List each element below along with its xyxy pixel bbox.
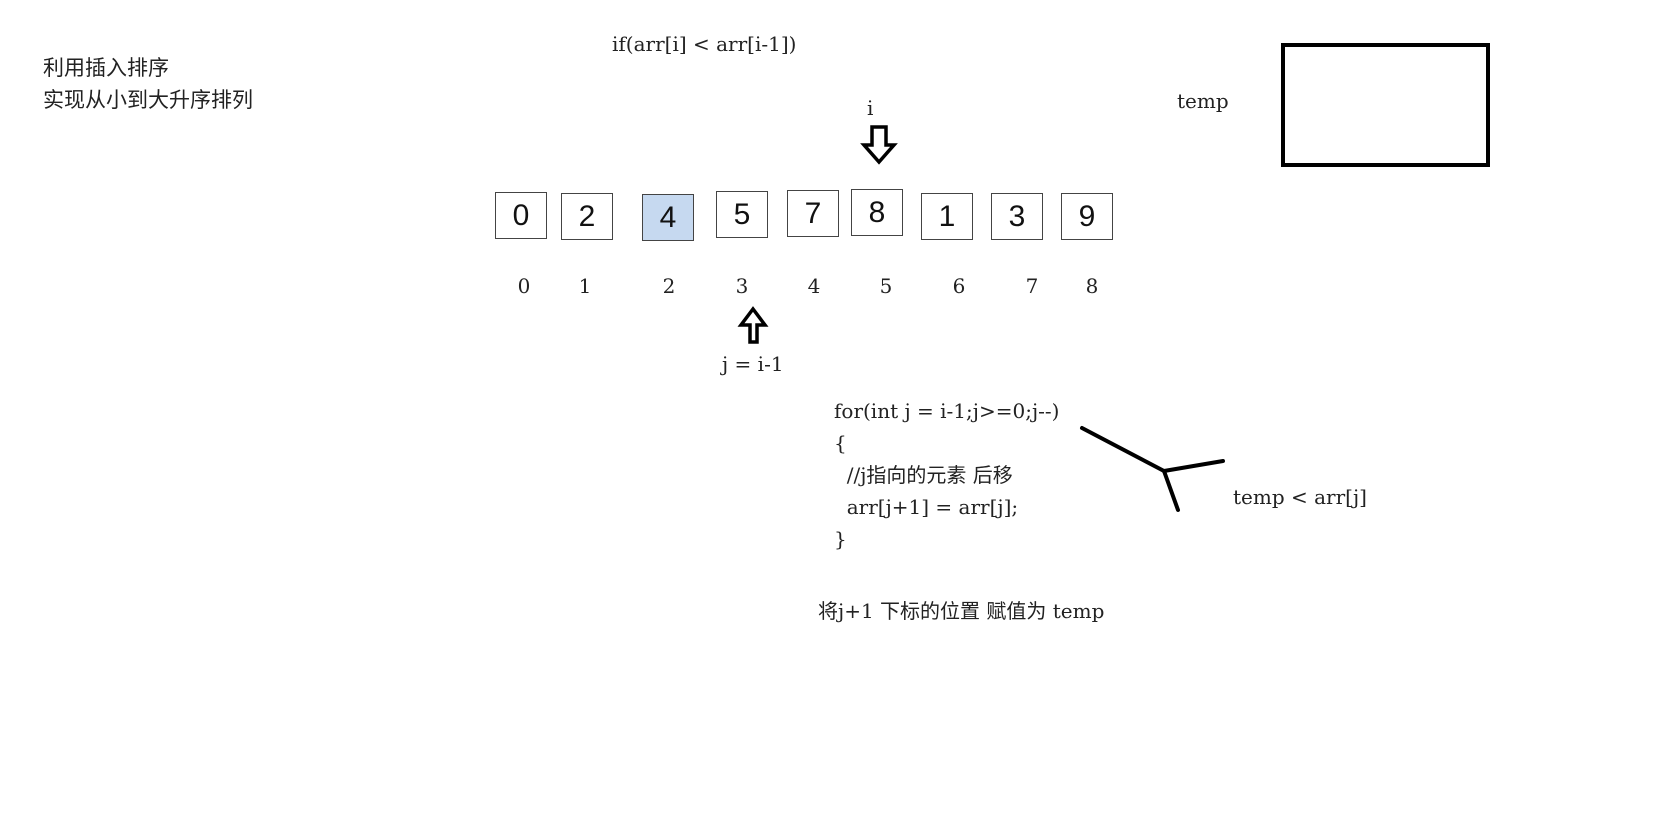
index-label-2: 2 xyxy=(662,274,676,298)
loop-code-line-3: //j指向的元素 后移 xyxy=(834,463,1013,487)
i-pointer-label: i xyxy=(867,96,874,120)
temp-box xyxy=(1281,43,1490,167)
j-pointer-label: j = i-1 xyxy=(722,352,784,376)
index-label-1: 1 xyxy=(578,274,592,298)
index-label-8: 8 xyxy=(1085,274,1099,298)
array-cell-0: 0 xyxy=(495,192,547,239)
compare-label: temp < arr[j] xyxy=(1233,485,1367,509)
array-cell-8: 9 xyxy=(1061,193,1113,240)
array-cell-7: 3 xyxy=(991,193,1043,240)
index-label-7: 7 xyxy=(1025,274,1039,298)
loop-code-line-2: { xyxy=(834,431,847,455)
array-cell-2-highlighted: 4 xyxy=(642,194,694,241)
array-cell-1: 2 xyxy=(561,193,613,240)
index-label-0: 0 xyxy=(517,274,531,298)
title-line-2: 实现从小到大升序排列 xyxy=(43,88,253,112)
loop-code-line-4: arr[j+1] = arr[j]; xyxy=(834,495,1019,519)
branch-lines-icon xyxy=(1080,426,1225,512)
index-label-5: 5 xyxy=(879,274,893,298)
temp-label: temp xyxy=(1177,89,1229,113)
title-line-1: 利用插入排序 xyxy=(43,56,169,80)
array-cell-3: 5 xyxy=(716,191,768,238)
j-up-arrow-icon xyxy=(737,306,769,344)
i-down-arrow-icon xyxy=(860,125,898,165)
loop-code-line-1: for(int j = i-1;j>=0;j--) xyxy=(834,399,1060,423)
index-label-3: 3 xyxy=(735,274,749,298)
index-label-4: 4 xyxy=(807,274,821,298)
array-cell-5: 8 xyxy=(851,189,903,236)
index-label-6: 6 xyxy=(952,274,966,298)
condition-text: if(arr[i] < arr[i-1]) xyxy=(612,32,797,56)
array-cell-6: 1 xyxy=(921,193,973,240)
assign-label: 将j+1 下标的位置 赋值为 temp xyxy=(818,599,1105,623)
array-cell-4: 7 xyxy=(787,190,839,237)
loop-code-line-5: } xyxy=(834,527,847,551)
